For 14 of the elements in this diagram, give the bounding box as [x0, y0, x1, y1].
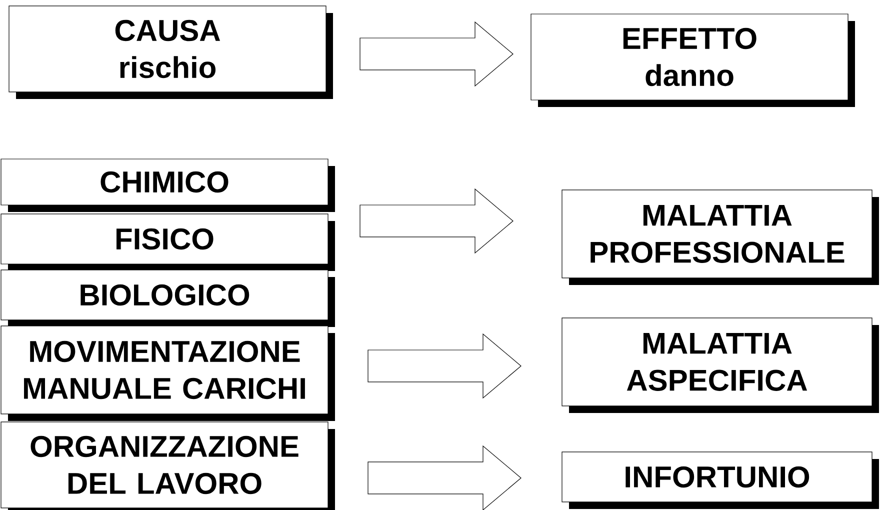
shadowed-box: INFORTUNIO: [562, 452, 879, 509]
block-arrow: [360, 21, 514, 87]
shadowed-box: MALATTIA PROFESSIONALE: [562, 190, 879, 285]
shadowed-box: CHIMICO: [0, 158, 335, 212]
block-arrow: [368, 333, 522, 399]
shadowed-box: EFFETTO danno: [530, 14, 855, 107]
shadowed-box: MALATTIA ASPECIFICA: [562, 318, 879, 413]
shadowed-box: FISICO: [0, 214, 335, 271]
shadowed-box: CAUSA rischio: [8, 6, 333, 99]
block-arrow: [368, 445, 522, 510]
shadowed-box: MOVIMENTAZIONE MANUALE CARICHI: [0, 326, 335, 421]
shadowed-box: ORGANIZZAZIONE DEL LAVORO: [0, 422, 335, 510]
shadowed-box: BIOLOGICO: [0, 270, 335, 327]
block-arrow: [360, 188, 514, 254]
